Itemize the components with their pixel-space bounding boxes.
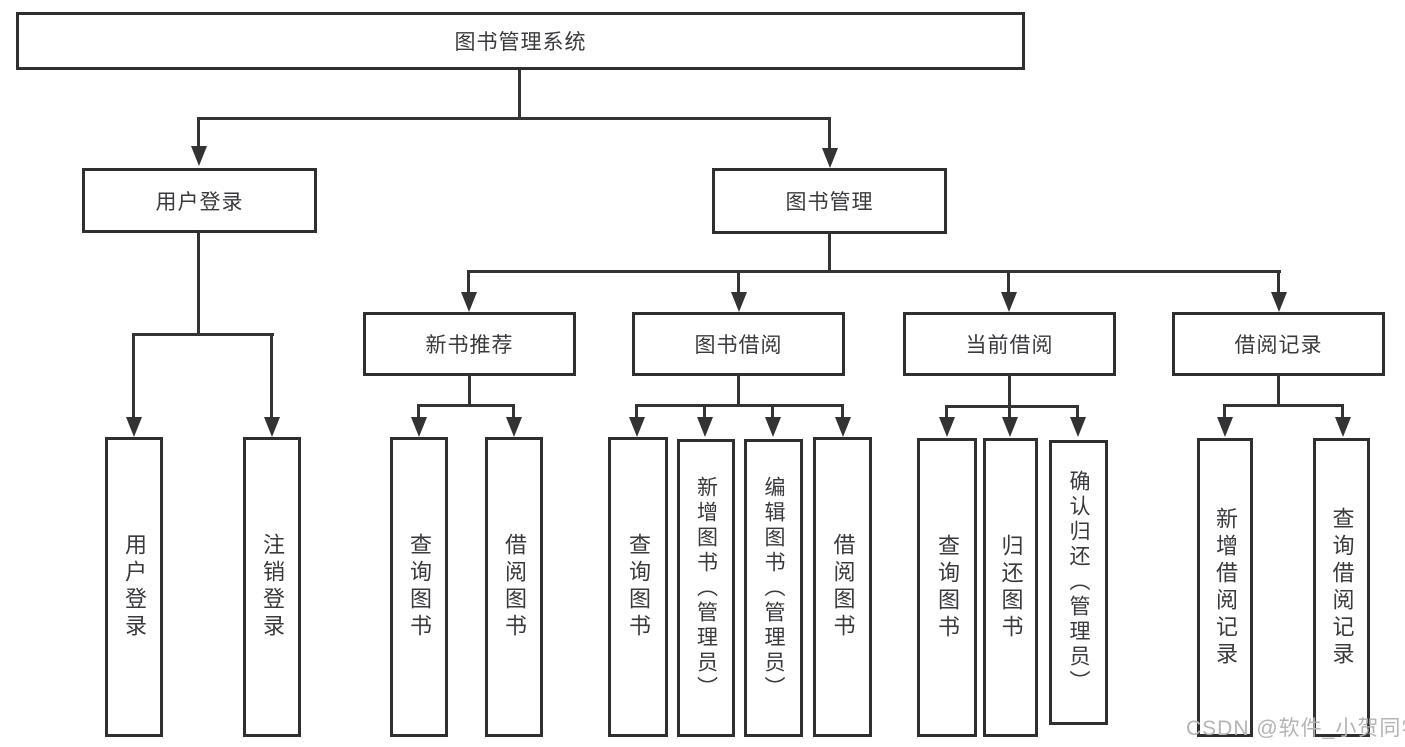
connector-line (417, 404, 420, 419)
node-borrow-records: 借阅记录 (1172, 312, 1385, 376)
connector-line (270, 333, 273, 419)
node-root-label: 图书管理系统 (454, 31, 587, 54)
connector-line (197, 117, 831, 120)
connector-line (518, 70, 521, 120)
connector-line (1008, 374, 1011, 408)
leaf-edit-books-admin: 编辑图书（管理员） (744, 439, 803, 737)
leaf-query-borrow-record: 查询借阅记录 (1313, 438, 1370, 737)
connector-line (737, 270, 740, 294)
leaf-user-login: 用户登录 (105, 437, 163, 737)
arrow-down-icon (191, 146, 207, 166)
connector-line (1277, 374, 1280, 407)
arrow-down-icon (835, 417, 851, 437)
leaf-return-books-label: 归还图书 (998, 533, 1024, 642)
leaf-query-books-current-label: 查询图书 (935, 533, 960, 642)
leaf-return-books: 归还图书 (983, 438, 1038, 737)
connector-line (1008, 405, 1011, 419)
connector-line (132, 333, 274, 336)
leaf-query-books-recommend: 查询图书 (390, 437, 448, 737)
leaf-query-books-borrow: 查询图书 (608, 437, 668, 737)
connector-line (467, 270, 470, 294)
node-book-borrow-label: 图书借阅 (694, 334, 783, 357)
connector-line (771, 404, 774, 419)
leaf-logout-label: 注销登录 (260, 533, 285, 641)
arrow-down-icon (629, 417, 645, 437)
connector-line (1076, 405, 1079, 419)
leaf-add-books-admin: 新增图书（管理员） (677, 439, 735, 737)
arrow-down-icon (461, 292, 477, 312)
connector-line (468, 374, 471, 407)
node-user-login: 用户登录 (82, 168, 317, 233)
leaf-edit-books-admin-label: 编辑图书（管理员） (762, 475, 785, 701)
node-root: 图书管理系统 (16, 12, 1025, 70)
arrow-down-icon (1217, 417, 1233, 437)
leaf-confirm-return-admin-label: 确认归还（管理员） (1067, 470, 1090, 695)
leaf-confirm-return-admin: 确认归还（管理员） (1049, 440, 1108, 725)
leaf-add-borrow-record-label: 新增借阅记录 (1213, 506, 1238, 669)
arrow-down-icon (731, 292, 747, 312)
connector-line (512, 404, 515, 419)
node-book-borrow: 图书借阅 (632, 312, 845, 376)
node-current-borrow: 当前借阅 (903, 312, 1116, 376)
connector-line (737, 374, 740, 407)
leaf-user-login-label: 用户登录 (122, 533, 147, 641)
leaf-query-borrow-record-label: 查询借阅记录 (1329, 506, 1355, 669)
node-current-borrow-label: 当前借阅 (965, 334, 1054, 357)
connector-line (828, 232, 831, 273)
arrow-down-icon (1335, 417, 1351, 437)
connector-line (1277, 270, 1280, 294)
connector-line (132, 333, 135, 419)
arrow-down-icon (1070, 417, 1086, 437)
connector-line (197, 231, 200, 335)
connector-line (945, 405, 948, 419)
leaf-query-books-recommend-label: 查询图书 (407, 533, 432, 641)
connector-line (703, 404, 706, 419)
node-user-login-label: 用户登录 (155, 190, 244, 214)
leaf-add-borrow-record: 新增借阅记录 (1197, 438, 1253, 737)
leaf-borrow-books-borrow: 借阅图书 (813, 437, 872, 737)
leaf-query-books-borrow-label: 查询图书 (626, 533, 651, 641)
connector-line (1007, 270, 1010, 294)
node-new-book-recommend-label: 新书推荐 (425, 334, 514, 357)
leaf-borrow-books-recommend-label: 借阅图书 (502, 533, 527, 641)
connector-line (417, 404, 515, 407)
arrow-down-icon (1271, 292, 1287, 312)
arrow-down-icon (939, 417, 955, 437)
arrow-down-icon (822, 148, 838, 168)
connector-line (197, 117, 200, 148)
leaf-borrow-books-recommend: 借阅图书 (485, 437, 543, 737)
arrow-down-icon (1002, 417, 1018, 437)
arrow-down-icon (697, 417, 713, 437)
connector-line (1223, 404, 1226, 419)
connector-line (945, 405, 1079, 408)
node-book-management: 图书管理 (712, 168, 947, 234)
arrow-down-icon (506, 417, 522, 437)
connector-line (1341, 404, 1344, 419)
leaf-logout: 注销登录 (243, 437, 301, 737)
arrow-down-icon (411, 417, 427, 437)
leaf-query-books-current: 查询图书 (917, 438, 977, 737)
arrow-down-icon (126, 417, 142, 437)
arrow-down-icon (765, 417, 781, 437)
connector-line (467, 270, 1281, 273)
csdn-watermark: CSDN @软件_小贺同学 (1186, 717, 1405, 740)
node-book-management-label: 图书管理 (785, 191, 874, 214)
connector-line (828, 117, 831, 150)
node-borrow-records-label: 借阅记录 (1234, 334, 1323, 357)
connector-line (841, 404, 844, 419)
leaf-add-books-admin-label: 新增图书（管理员） (694, 475, 718, 701)
node-new-book-recommend: 新书推荐 (363, 312, 576, 376)
connector-line (635, 404, 638, 419)
connector-line (635, 404, 844, 407)
connector-line (1223, 404, 1344, 407)
leaf-borrow-books-borrow-label: 借阅图书 (830, 533, 856, 641)
arrow-down-icon (1001, 292, 1017, 312)
arrow-down-icon (264, 417, 280, 437)
